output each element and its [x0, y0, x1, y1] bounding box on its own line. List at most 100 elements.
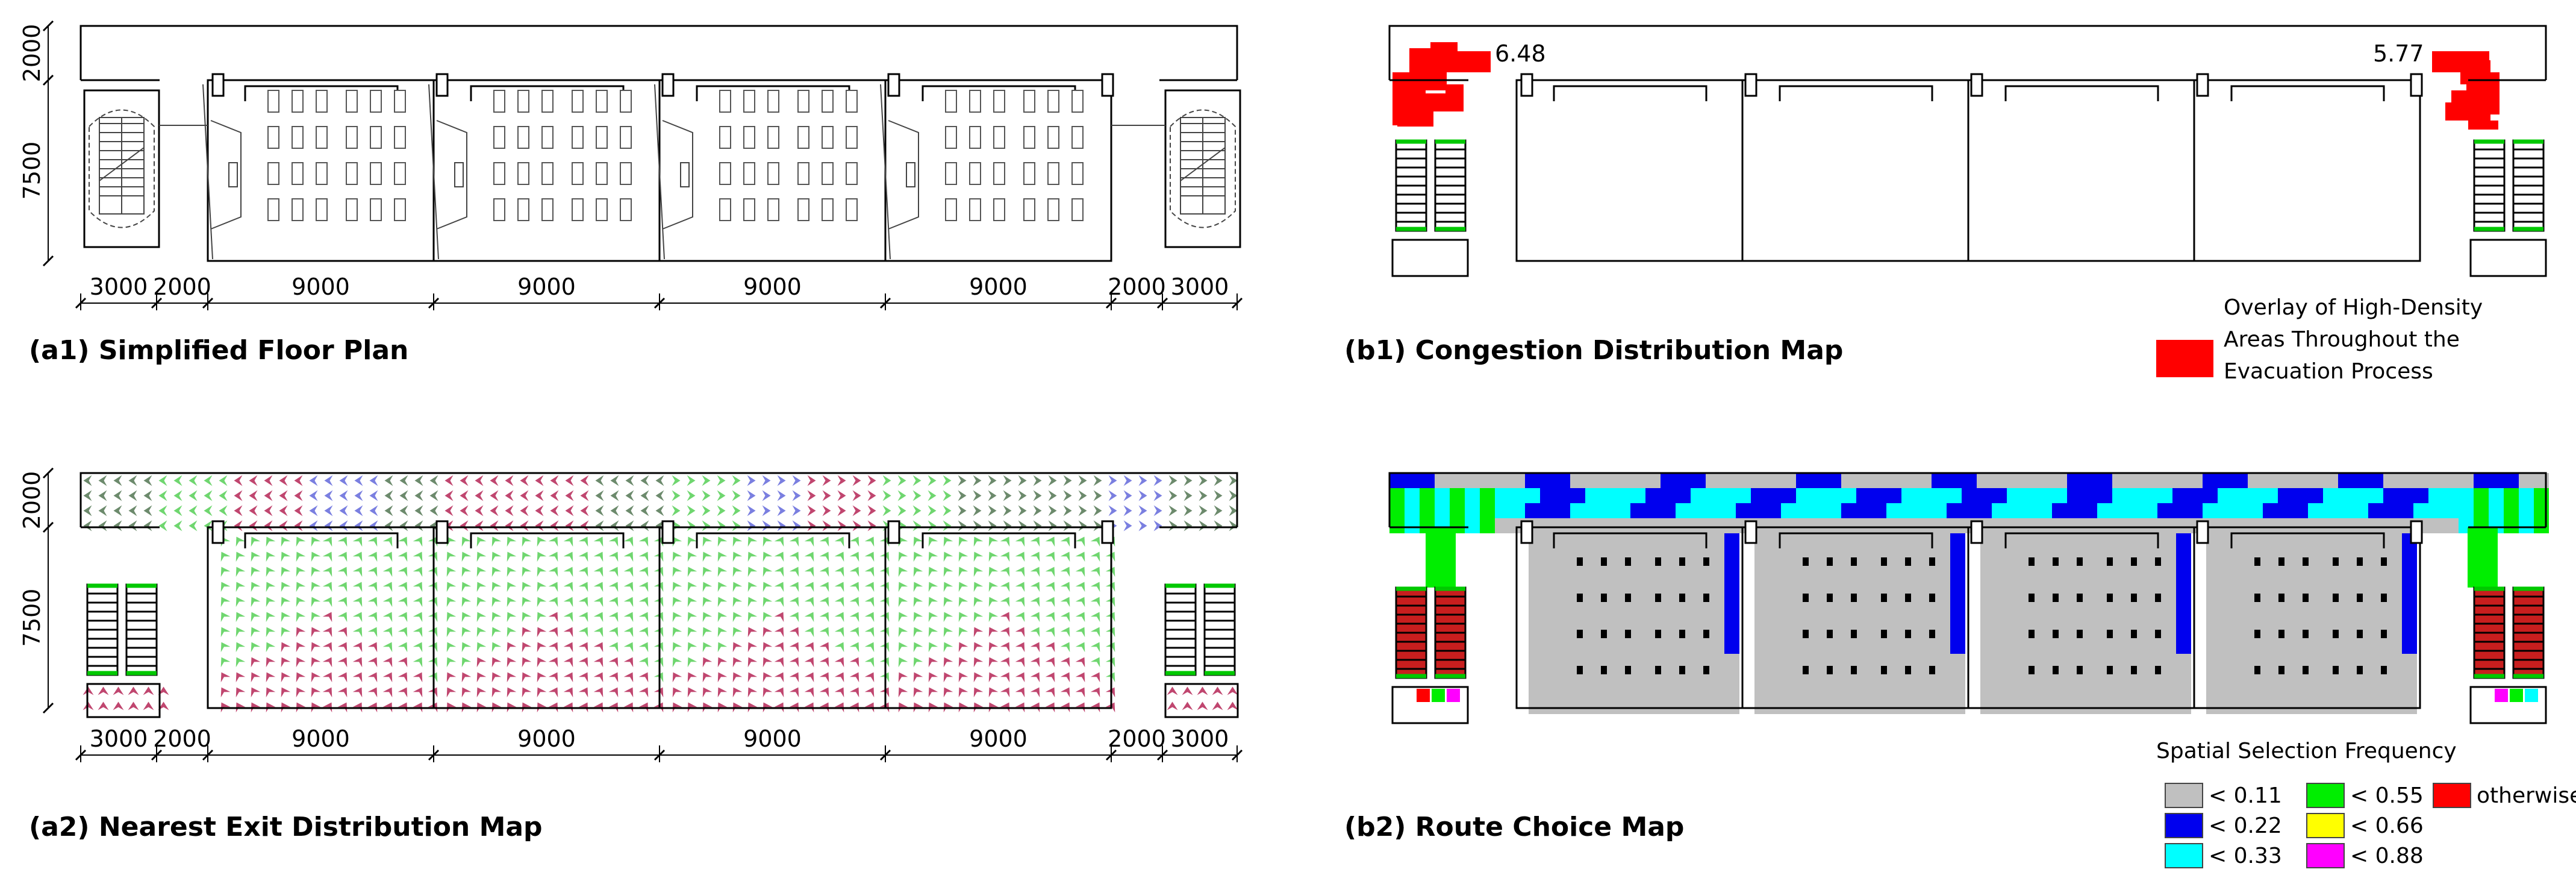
direction-arrow — [747, 582, 758, 592]
frequency-cell — [2037, 518, 2052, 533]
frequency-cell — [1785, 563, 1800, 578]
frequency-cell — [1935, 578, 1950, 594]
frequency-cell — [2236, 594, 2251, 609]
frequency-cell — [1995, 684, 2010, 699]
direction-arrow — [535, 520, 544, 531]
direction-arrow — [1000, 702, 1010, 713]
frequency-cell — [1570, 503, 1585, 518]
frequency-cell — [1480, 518, 1495, 533]
direction-arrow — [446, 702, 457, 713]
frequency-cell — [1426, 527, 1456, 542]
frequency-cell — [1510, 488, 1525, 503]
direction-arrow — [189, 475, 198, 486]
direction-arrow — [1015, 642, 1025, 653]
frequency-cell — [2056, 563, 2071, 578]
frequency-cell — [1420, 503, 1435, 518]
desk — [292, 198, 304, 221]
frequency-cell — [2338, 473, 2353, 488]
direction-arrow — [747, 627, 758, 638]
direction-arrow — [537, 597, 547, 607]
desk-cell — [2053, 594, 2059, 602]
direction-arrow — [460, 475, 469, 486]
direction-arrow — [1078, 475, 1087, 486]
direction-arrow — [1227, 701, 1238, 710]
desk — [517, 126, 529, 149]
frequency-cell — [1619, 699, 1634, 714]
direction-arrow — [763, 702, 773, 713]
direction-arrow — [413, 597, 423, 607]
frequency-cell — [1800, 609, 1815, 624]
direction-arrow — [777, 505, 786, 516]
frequency-cell — [1619, 563, 1634, 578]
frequency-cell — [1781, 488, 1796, 503]
dim-label-horizontal: 9000 — [292, 274, 350, 300]
direction-arrow — [973, 520, 982, 531]
frequency-cell — [1645, 503, 1661, 518]
frequency-cell — [1724, 684, 1739, 699]
congestion-cell — [2468, 121, 2498, 130]
frequency-cell — [1426, 557, 1456, 572]
frequency-cell — [1529, 594, 1544, 609]
direction-arrow — [491, 672, 502, 683]
direction-arrow — [717, 597, 728, 607]
desk-cell — [2077, 666, 2083, 674]
frequency-cell — [2097, 473, 2112, 488]
direction-arrow — [294, 505, 303, 516]
direction-arrow — [264, 475, 273, 486]
direction-arrow — [476, 551, 487, 562]
direction-arrow — [702, 702, 713, 713]
direction-arrow — [1000, 627, 1010, 638]
desk-cell — [2381, 557, 2387, 566]
frequency-cell — [1709, 563, 1724, 578]
direction-arrow — [623, 627, 634, 638]
desk-cell — [2131, 630, 2137, 638]
direction-arrow — [595, 490, 604, 501]
frequency-cell — [1555, 488, 1570, 503]
direction-arrow — [702, 490, 711, 501]
direction-arrow — [311, 627, 321, 638]
direction-arrow — [189, 505, 198, 516]
frequency-cell — [2266, 609, 2281, 624]
frequency-cell — [2372, 578, 2387, 594]
frequency-cell — [2097, 503, 2112, 518]
direction-arrow — [638, 597, 649, 607]
direction-arrow — [535, 490, 544, 501]
frequency-cell — [2281, 533, 2297, 548]
frequency-cell — [1676, 473, 1691, 488]
direction-arrow — [789, 597, 799, 607]
direction-arrow — [789, 627, 799, 638]
direction-arrow — [1108, 505, 1117, 516]
direction-arrow — [354, 475, 363, 486]
frequency-cell — [1724, 609, 1739, 624]
direction-arrow — [717, 566, 728, 577]
frequency-cell — [2387, 654, 2402, 669]
direction-arrow — [491, 612, 502, 622]
frequency-cell — [1754, 639, 1770, 654]
frequency-cell — [2188, 473, 2203, 488]
direction-arrow — [1045, 642, 1055, 653]
frequency-cell — [2157, 488, 2172, 503]
direction-arrow — [623, 597, 634, 607]
direction-arrow — [777, 475, 786, 486]
direction-arrow — [593, 627, 603, 638]
frequency-cell — [1856, 518, 1871, 533]
frequency-cell — [1920, 684, 1935, 699]
direction-arrow — [1030, 582, 1040, 592]
desk-cell — [2278, 630, 2284, 638]
direction-arrow — [461, 582, 472, 592]
direction-arrow — [702, 612, 713, 622]
direction-arrow — [461, 551, 472, 562]
frequency-cell — [1574, 563, 1589, 578]
direction-arrow — [732, 551, 743, 562]
frequency-cell — [1811, 503, 1826, 518]
lectern — [906, 162, 915, 187]
frequency-cell — [2357, 609, 2372, 624]
direction-arrow — [1033, 520, 1042, 531]
direction-arrow — [1033, 475, 1042, 486]
direction-arrow — [311, 536, 321, 547]
frequency-cell — [1649, 533, 1664, 548]
frequency-cell — [1830, 609, 1845, 624]
frequency-cell — [1770, 609, 1785, 624]
frequency-cell — [2357, 699, 2372, 714]
direction-arrow — [913, 627, 923, 638]
